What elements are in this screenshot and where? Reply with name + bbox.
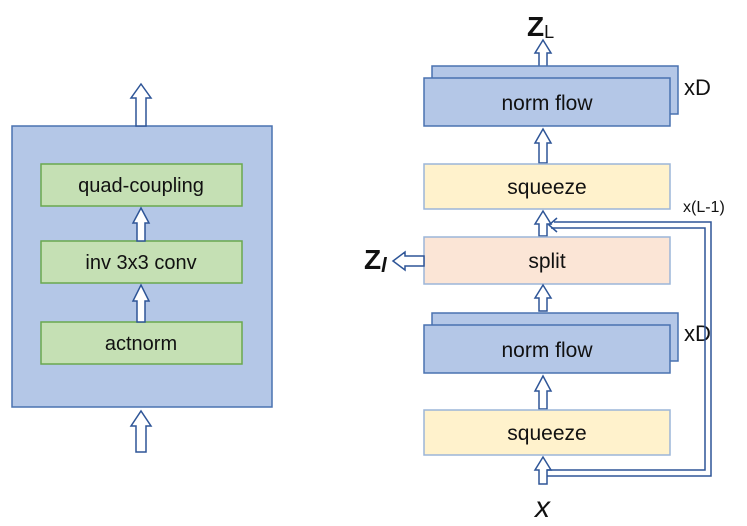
quad-coupling-label: quad-coupling	[78, 175, 204, 197]
norm-flow-label-bottom: norm flow	[501, 339, 593, 362]
left-arrow-icon	[391, 250, 425, 272]
repeat-depth-label-bottom: xD	[684, 321, 711, 346]
squeeze-box-bottom	[423, 409, 671, 456]
loop-back-arrow-inner	[547, 227, 706, 471]
repeat-depth-label-top: xD	[684, 75, 711, 100]
up-arrow-icon	[131, 283, 151, 323]
loop-arrowhead-icon	[547, 217, 558, 233]
norm-flow-box-bottom	[423, 324, 671, 374]
actnorm-label: actnorm	[105, 333, 177, 355]
up-arrow-icon	[131, 206, 151, 242]
up-arrow-icon	[129, 409, 153, 453]
split-label: split	[528, 250, 566, 273]
multiscale-architecture: ZL norm flow xD squeeze x(L-1) split Zl …	[364, 11, 725, 524]
actnorm-box	[40, 321, 243, 365]
loop-back-arrow	[547, 221, 712, 477]
norm-flow-box-top	[423, 77, 671, 127]
up-arrow-icon	[533, 209, 553, 237]
squeeze-label-top: squeeze	[507, 176, 586, 199]
input-x-label: x	[533, 491, 551, 524]
squeeze-label-bottom: squeeze	[507, 422, 586, 445]
split-z-label: Zl	[364, 244, 387, 277]
up-arrow-icon	[533, 374, 553, 410]
split-box	[423, 236, 671, 285]
up-arrow-icon	[533, 127, 553, 164]
squeeze-box-top	[423, 163, 671, 210]
loop-count-label: x(L-1)	[683, 199, 725, 216]
norm-flow-label-top: norm flow	[501, 92, 593, 115]
quad-coupling-box	[40, 163, 243, 207]
up-arrow-icon	[533, 455, 553, 485]
up-arrow-icon	[533, 283, 553, 312]
output-z-label: ZL	[527, 11, 554, 42]
flow-step-block: quad-coupling inv 3x3 conv actnorm	[11, 82, 273, 453]
inv-conv-label: inv 3x3 conv	[85, 252, 196, 274]
up-arrow-icon	[129, 82, 153, 127]
